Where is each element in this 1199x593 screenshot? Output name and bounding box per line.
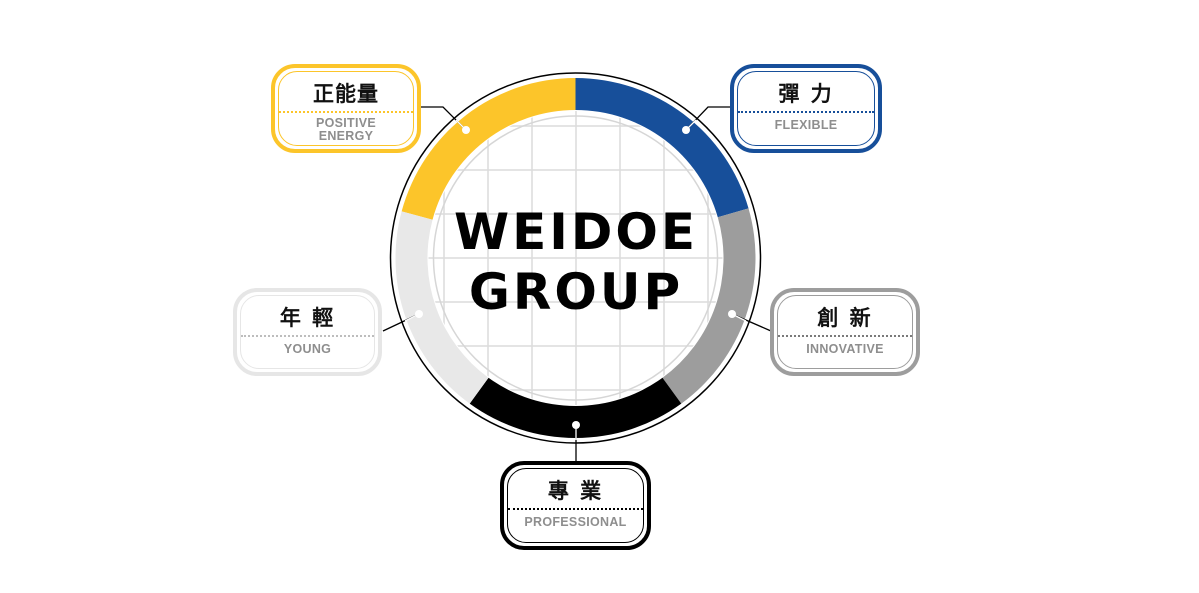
label-en: FLEXIBLE [774,118,838,132]
label-divider [738,111,874,113]
dot-positive [462,126,470,134]
label-zh: 年 輕 [279,306,336,330]
dot-young [415,310,423,318]
ring-segments [395,78,756,438]
dot-flexible [682,126,690,134]
label-zh: 專 業 [547,479,604,503]
label-divider [778,335,912,337]
ring-segment-flexible [575,78,749,218]
label-divider [508,508,643,510]
label-en: YOUNG [283,342,332,356]
ring-segment-professional [469,377,682,438]
label-positive-energy: 正能量 POSITIVE ENERGY [271,64,421,153]
label-innovative: 創 新 INNOVATIVE [770,288,920,376]
dot-innovative [728,310,736,318]
label-en: INNOVATIVE [806,342,884,356]
label-inner: 正能量 POSITIVE ENERGY [278,71,414,146]
label-zh: 創 新 [817,306,873,330]
dot-professional [572,421,580,429]
label-inner: 年 輕 YOUNG [240,295,375,369]
label-divider [279,111,413,113]
ring-segment-young [395,211,489,404]
label-divider [241,335,374,337]
label-flexible: 彈 力 FLEXIBLE [730,64,882,153]
label-inner: 彈 力 FLEXIBLE [737,71,875,146]
label-zh: 彈 力 [778,82,834,106]
label-en: PROFESSIONAL [524,515,627,529]
label-en: POSITIVE ENERGY [315,116,377,143]
title-line-1: WEIDOE [453,203,699,261]
ring-segment-innovative [662,208,756,404]
label-inner: 創 新 INNOVATIVE [777,295,913,369]
title-line-2: GROUP [468,263,684,321]
connector-dots [415,126,736,429]
label-professional: 專 業 PROFESSIONAL [500,461,651,550]
ring-segment-positive [401,78,576,220]
inner-circle [432,115,719,401]
label-young: 年 輕 YOUNG [233,288,382,376]
label-inner: 專 業 PROFESSIONAL [507,468,644,543]
label-zh: 正能量 [313,82,379,106]
